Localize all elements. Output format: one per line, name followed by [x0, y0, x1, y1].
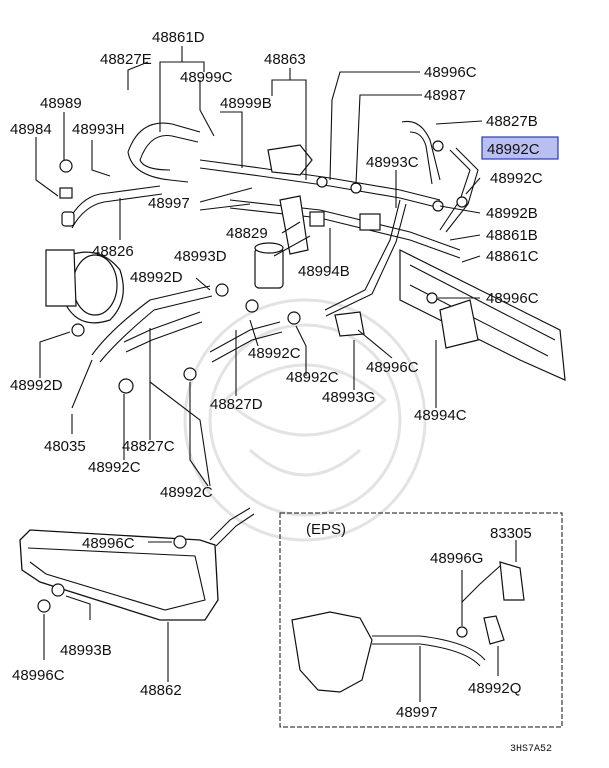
- label-48993G[interactable]: 48993G: [322, 389, 375, 406]
- label-48996C-mid[interactable]: 48996C: [366, 359, 419, 376]
- label-48984[interactable]: 48984: [10, 121, 52, 138]
- label-48827B[interactable]: 48827B: [486, 113, 538, 130]
- label-48996C-bottom[interactable]: 48996C: [12, 667, 65, 684]
- label-48861D[interactable]: 48861D: [152, 29, 205, 46]
- label-48861B[interactable]: 48861B: [486, 227, 538, 244]
- part-labels: 48861D 48827E 48999C 48863 48996C 48987 …: [10, 29, 552, 755]
- label-48996C-right[interactable]: 48996C: [486, 290, 539, 307]
- eps-title: (EPS): [306, 521, 346, 538]
- label-48999B[interactable]: 48999B: [220, 95, 272, 112]
- label-48827E[interactable]: 48827E: [100, 51, 152, 68]
- label-48863[interactable]: 48863: [264, 51, 306, 68]
- label-48827C[interactable]: 48827C: [122, 438, 175, 455]
- label-48827D[interactable]: 48827D: [210, 396, 263, 413]
- label-48993D[interactable]: 48993D: [174, 248, 227, 265]
- label-48994C[interactable]: 48994C: [414, 407, 467, 424]
- label-48993C[interactable]: 48993C: [366, 154, 419, 171]
- label-48997-top[interactable]: 48997: [148, 195, 190, 212]
- label-48993B[interactable]: 48993B: [60, 642, 112, 659]
- leader-lines: [35, 46, 517, 702]
- label-48826[interactable]: 48826: [92, 243, 134, 260]
- label-48992D-top[interactable]: 48992D: [130, 269, 183, 286]
- label-83305[interactable]: 83305: [490, 525, 532, 542]
- label-48989[interactable]: 48989: [40, 95, 82, 112]
- label-48996C-low[interactable]: 48996C: [82, 535, 135, 552]
- label-48992Q[interactable]: 48992Q: [468, 680, 521, 697]
- label-48862[interactable]: 48862: [140, 682, 182, 699]
- label-48992C-right[interactable]: 48992C: [490, 170, 543, 187]
- label-48992C-low2[interactable]: 48992C: [160, 484, 213, 501]
- label-48994B[interactable]: 48994B: [298, 263, 350, 280]
- label-48996G[interactable]: 48996G: [430, 550, 483, 567]
- label-48996C-top[interactable]: 48996C: [424, 64, 477, 81]
- label-48829[interactable]: 48829: [226, 225, 268, 242]
- eps-inset-frame: [279, 512, 563, 728]
- pipe-lines: [19, 120, 566, 693]
- label-48993H[interactable]: 48993H: [72, 121, 125, 138]
- label-48992C-highlighted[interactable]: 48992C: [487, 141, 540, 158]
- watermark-emblem: [183, 298, 427, 542]
- diagram-code: 3HS7A52: [510, 744, 552, 755]
- label-48987[interactable]: 48987: [424, 87, 466, 104]
- label-48992D-left[interactable]: 48992D: [10, 377, 63, 394]
- label-48992C-mid[interactable]: 48992C: [248, 345, 301, 362]
- label-48035[interactable]: 48035: [44, 438, 86, 455]
- label-48992C-mid2[interactable]: 48992C: [286, 369, 339, 386]
- highlighted-part-box: [481, 136, 559, 160]
- label-48861C[interactable]: 48861C: [486, 248, 539, 265]
- label-48997-bottom[interactable]: 48997: [396, 704, 438, 721]
- label-48992C-low[interactable]: 48992C: [88, 459, 141, 476]
- label-48999C[interactable]: 48999C: [180, 69, 233, 86]
- label-48992B[interactable]: 48992B: [486, 205, 538, 222]
